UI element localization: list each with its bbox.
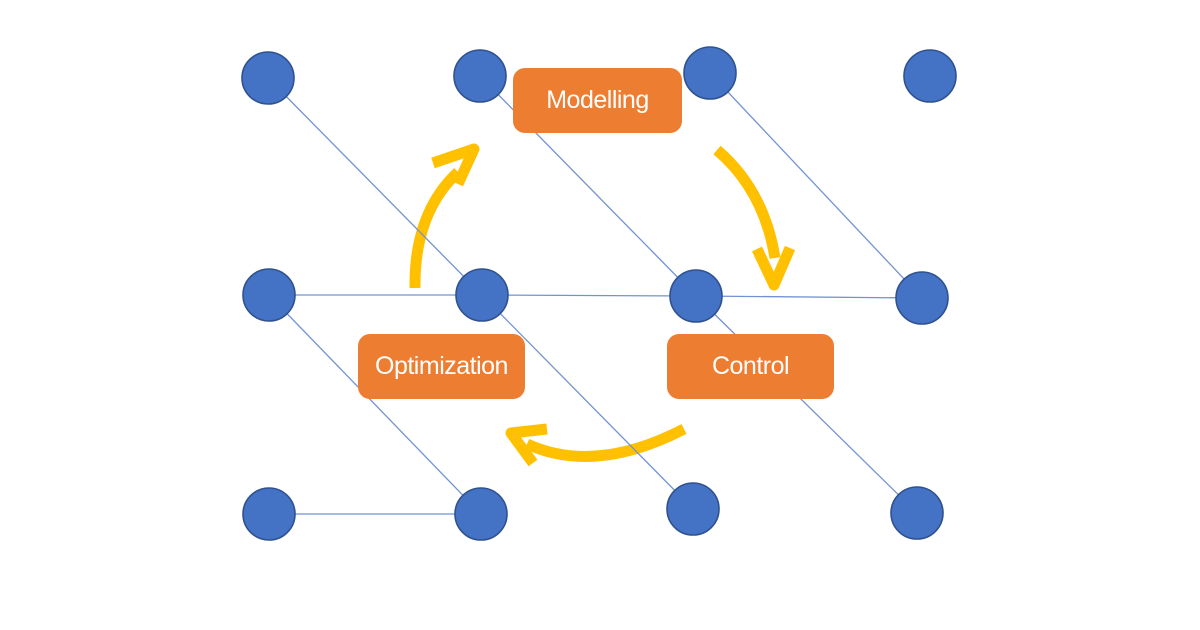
graph-edge-n6-n7 (481, 294, 697, 297)
modelling-box: Modelling (513, 68, 682, 133)
arrow-modelling-to-control-head-icon (752, 245, 796, 291)
control-box: Control (667, 334, 834, 399)
arrow-control-to-optimization-head-icon (505, 423, 548, 467)
graph-node-n5 (242, 268, 296, 322)
graph-node-n9 (242, 487, 296, 541)
control-box-label: Control (711, 352, 790, 380)
graph-edge-n5-n10 (268, 294, 482, 515)
optimization-box-label: Optimization (375, 352, 508, 380)
arrow-optimization-to-modelling-head-icon (431, 143, 480, 187)
graph-edge-n7-n8 (695, 295, 923, 299)
arrow-modelling-to-control-body-icon (713, 145, 781, 259)
graph-node-n11 (666, 482, 720, 536)
graph-nodes (241, 46, 957, 541)
arrow-control-to-optimization-body-icon (524, 424, 687, 462)
graph-node-n10 (454, 487, 508, 541)
graph-edges (267, 72, 923, 515)
graph-edge-n3-n8 (709, 72, 923, 299)
graph-node-n6 (455, 268, 509, 322)
graph-node-n8 (895, 271, 949, 325)
graph-edge-n6-n11 (481, 294, 694, 510)
graph-node-n1 (241, 51, 295, 105)
cycle-arrows (409, 143, 796, 467)
graph-node-n7 (669, 269, 723, 323)
graph-node-n12 (890, 486, 944, 540)
graph-edge-n7-n12 (695, 295, 918, 514)
graph-node-n2 (453, 49, 507, 103)
graph-node-n4 (903, 49, 957, 103)
modelling-box-label: Modelling (546, 86, 649, 114)
graph-edge-n1-n6 (267, 77, 483, 296)
arrow-optimization-to-modelling-body-icon (409, 167, 462, 289)
graph-node-n3 (683, 46, 737, 100)
optimization-box: Optimization (358, 334, 525, 399)
